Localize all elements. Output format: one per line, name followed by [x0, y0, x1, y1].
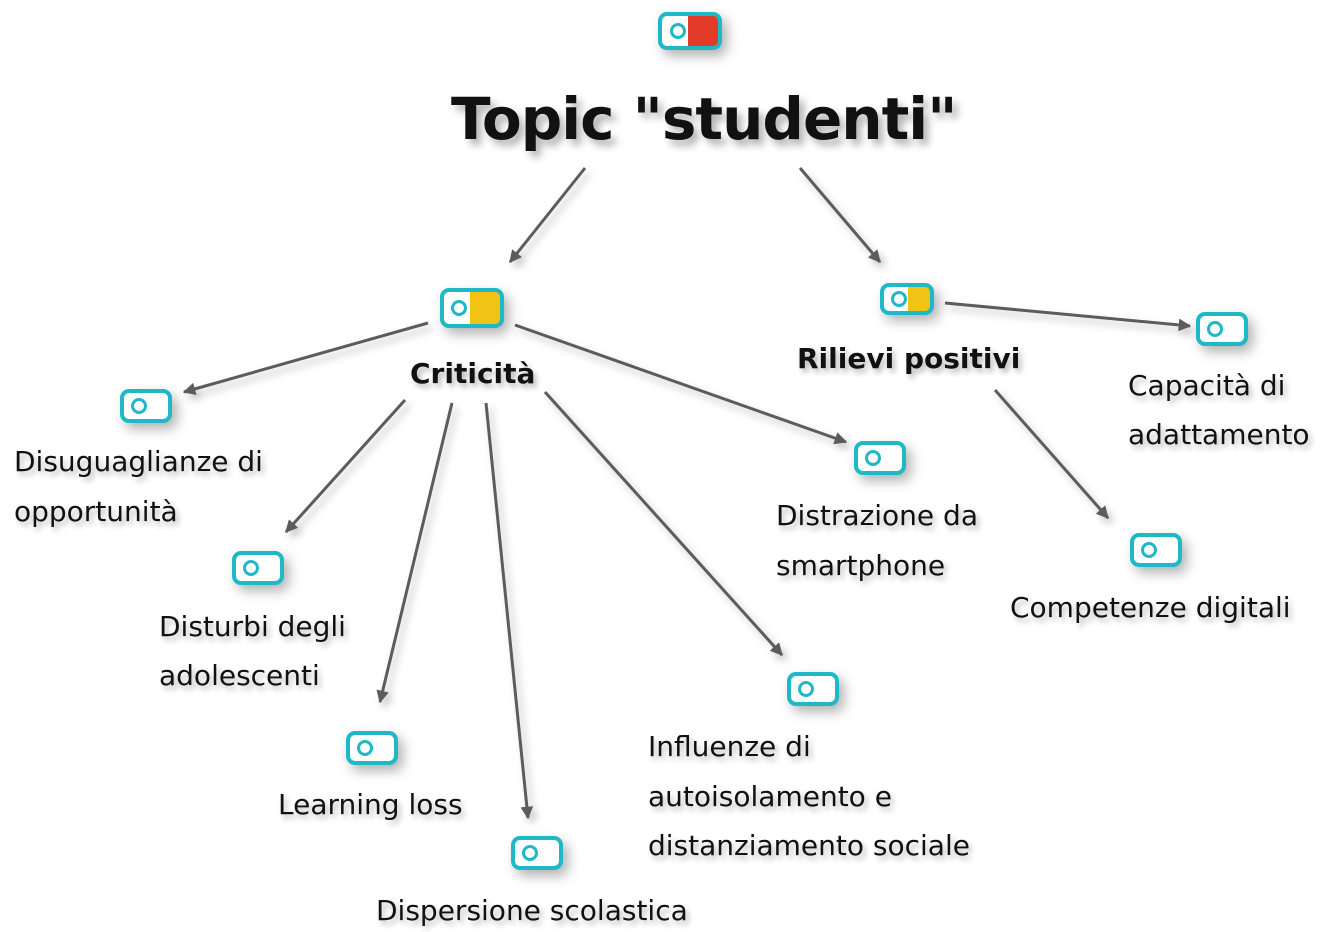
rilievi-label[interactable]: Rilievi positivi: [797, 342, 1021, 375]
tag-hole-icon: [451, 300, 467, 316]
root-tag-icon: [658, 12, 722, 50]
distrazione-label-line2[interactable]: smartphone: [776, 549, 946, 582]
capacita-label-line2[interactable]: adattamento: [1128, 418, 1310, 451]
competenze-label[interactable]: Competenze digitali: [1010, 591, 1291, 624]
capacita-tag-icon: [1196, 312, 1248, 346]
tag-hole-icon: [865, 450, 881, 466]
tag-hole-icon: [1207, 321, 1223, 337]
root-title[interactable]: Topic "studenti": [451, 85, 957, 153]
capacita-label-line1[interactable]: Capacità di: [1128, 369, 1286, 402]
tag-hole-icon: [522, 845, 538, 861]
edge-criticita-learning-loss: [376, 402, 454, 704]
learning-loss-label[interactable]: Learning loss: [278, 788, 463, 821]
edge-criticita-disturbi: [284, 398, 407, 534]
disturbi-tag-icon: [232, 551, 284, 585]
tag-hole-icon: [798, 681, 814, 697]
rilievi-tag-icon: [880, 283, 934, 315]
learning-loss-tag-icon: [346, 731, 398, 765]
dispersione-tag-icon: [511, 836, 563, 870]
influenze-label-line1[interactable]: Influenze di: [648, 730, 811, 763]
edge-criticita-disuguaglianze: [182, 321, 429, 395]
edge-root-rilievi: [798, 167, 882, 263]
edge-criticita-influenze: [543, 390, 784, 657]
edge-root-criticita: [508, 167, 587, 263]
edge-rilievi-capacita: [944, 301, 1192, 332]
tag-hole-icon: [357, 740, 373, 756]
tag-hole-icon: [670, 23, 686, 39]
disuguaglianze-label-line1[interactable]: Disuguaglianze di: [14, 445, 263, 478]
edge-rilievi-competenze: [993, 389, 1110, 519]
distrazione-label-line1[interactable]: Distrazione da: [776, 499, 978, 532]
tag-hole-icon: [243, 560, 259, 576]
tag-hole-icon: [891, 291, 907, 307]
edge-criticita-distrazione: [514, 323, 848, 445]
tag-hole-icon: [1141, 542, 1157, 558]
edge-criticita-dispersione: [484, 402, 534, 820]
influenze-tag-icon: [787, 672, 839, 706]
disturbi-label-line1[interactable]: Disturbi degli: [159, 610, 346, 643]
criticita-label[interactable]: Criticità: [410, 357, 536, 390]
disturbi-label-line2[interactable]: adolescenti: [159, 659, 320, 692]
influenze-label-line3[interactable]: distanziamento sociale: [648, 829, 970, 862]
disuguaglianze-label-line2[interactable]: opportunità: [14, 495, 178, 528]
dispersione-label[interactable]: Dispersione scolastica: [376, 894, 688, 927]
influenze-label-line2[interactable]: autoisolamento e: [648, 780, 892, 813]
disuguaglianze-tag-icon: [120, 389, 172, 423]
distrazione-tag-icon: [854, 441, 906, 475]
tag-hole-icon: [131, 398, 147, 414]
criticita-tag-icon: [440, 288, 504, 328]
competenze-tag-icon: [1130, 533, 1182, 567]
